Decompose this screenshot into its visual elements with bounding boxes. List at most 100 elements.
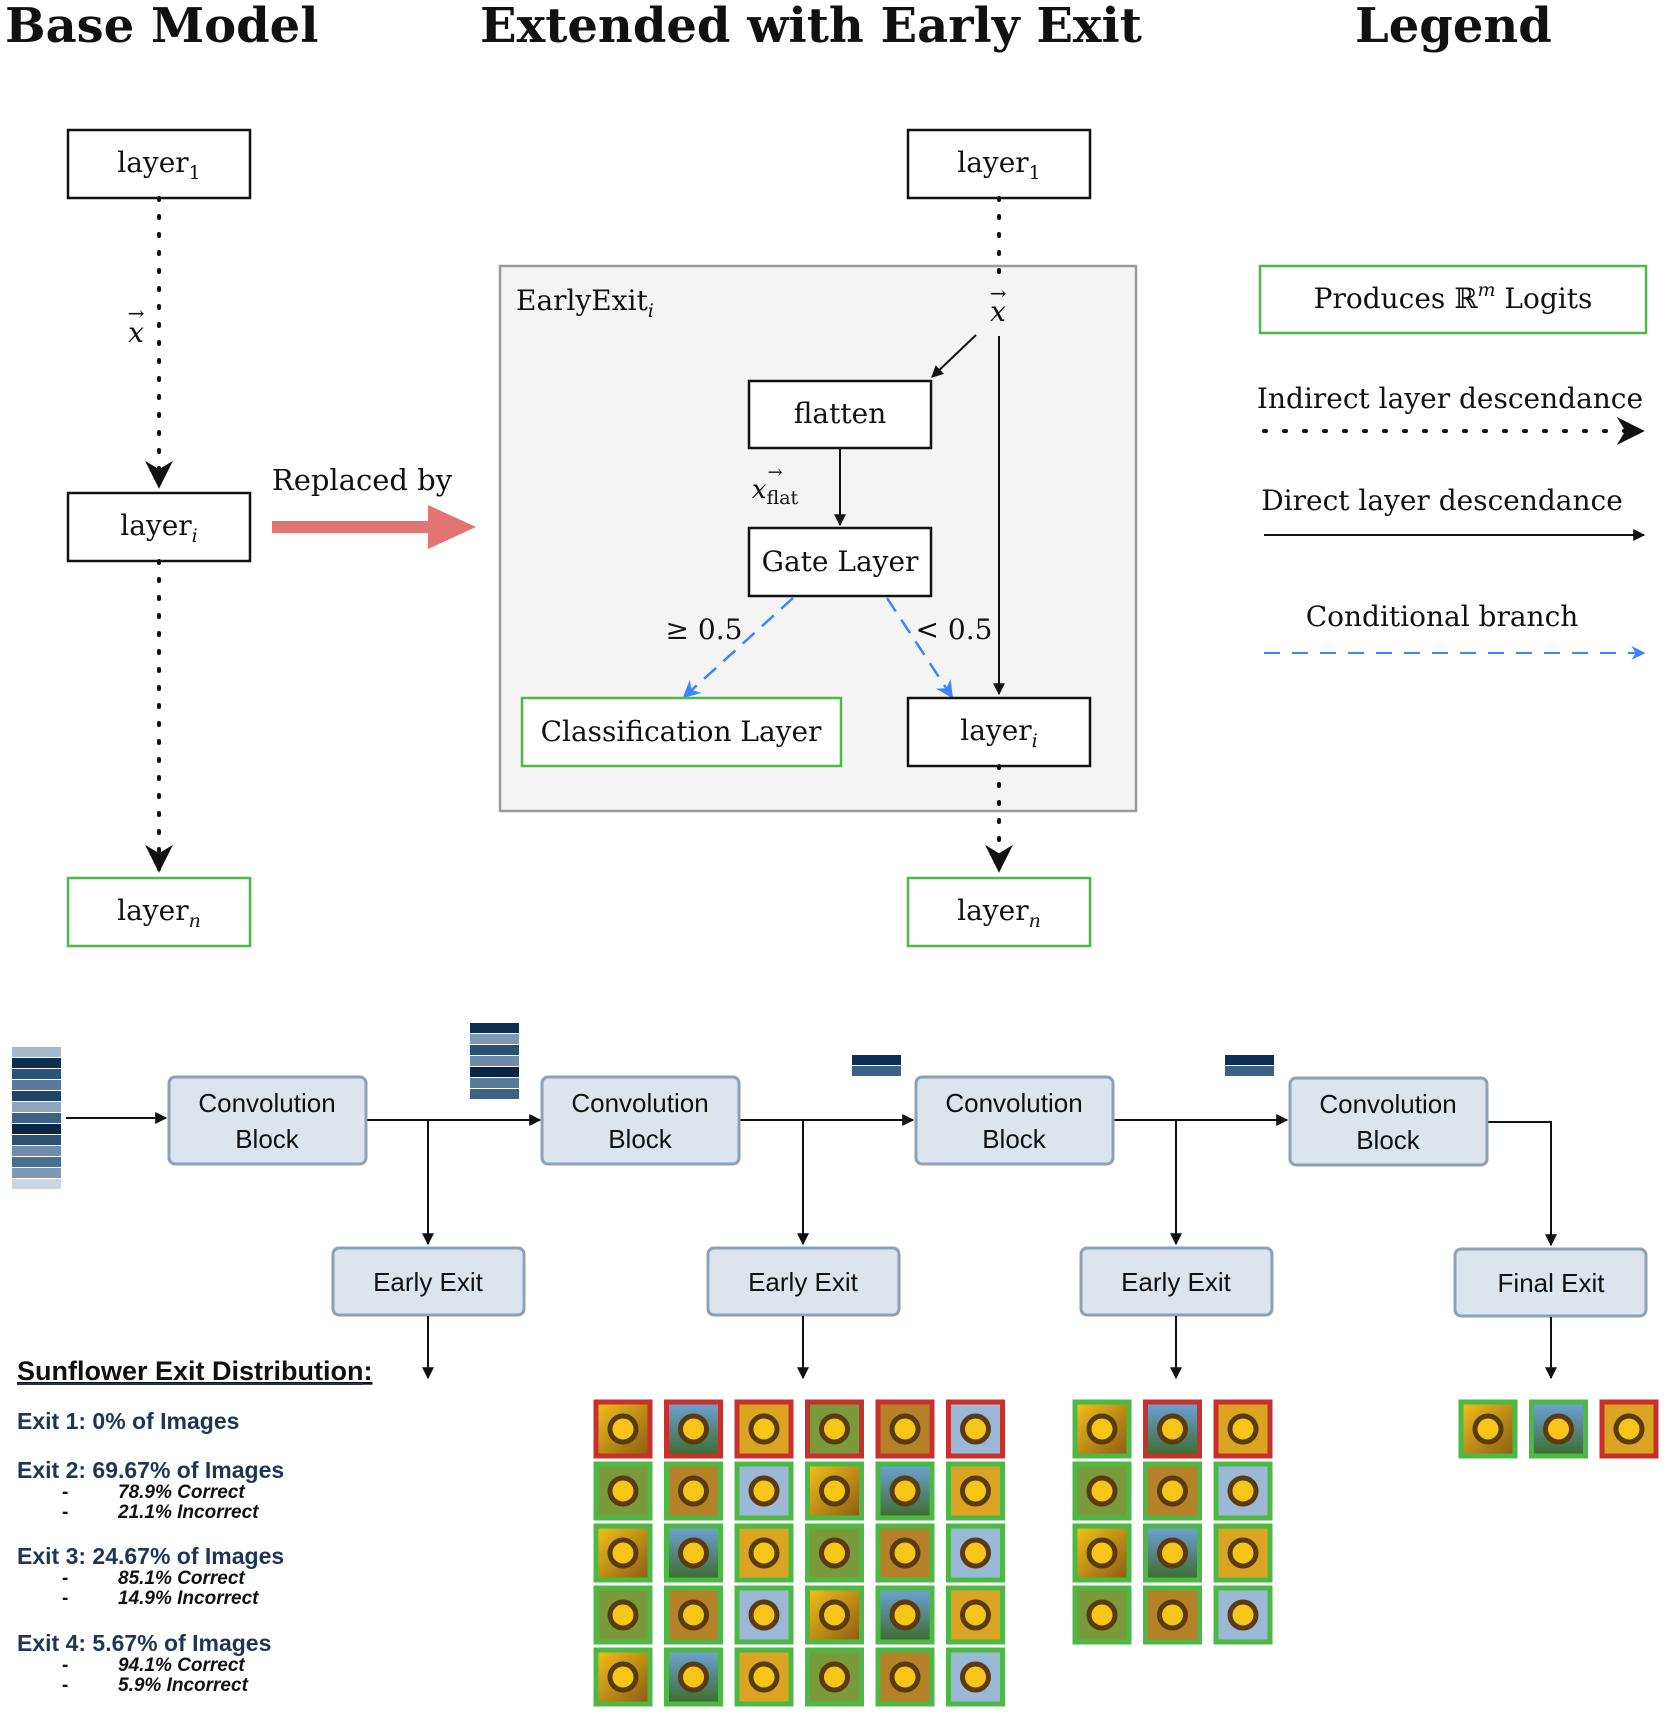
sunflower-icon (678, 1413, 709, 1445)
sunflower-icon (889, 1537, 921, 1569)
base-layer-1-label: layer1 (117, 146, 201, 184)
sunflower-icon (1086, 1599, 1118, 1631)
thumbnail-grids (593, 1399, 1659, 1707)
block-4-to-final-exit (1487, 1121, 1557, 1247)
sunflower-icon (1086, 1413, 1118, 1445)
final-exit-label: Final Exit (1498, 1268, 1606, 1298)
early-exit-2-label: Early Exit (748, 1267, 859, 1297)
sunflower-icon (819, 1661, 850, 1693)
sunflower-icon (960, 1413, 991, 1445)
ext-layer-1-box (906, 128, 1092, 200)
conv-block-1-line2: Block (235, 1124, 300, 1154)
sunflower-icon (748, 1413, 780, 1445)
thumbnail-exit3-0-2 (1213, 1399, 1273, 1459)
conv-block-4 (1288, 1076, 1489, 1167)
exit-4-incorrect: 5.9% Incorrect (118, 1675, 249, 1696)
sunflower-icon (1157, 1413, 1188, 1445)
early-exit-2-box (706, 1246, 901, 1317)
sunflower-icon (748, 1537, 780, 1569)
early-exit-3-box (1079, 1246, 1274, 1317)
sunflower-icon (889, 1599, 921, 1631)
thumbnail-exit2-1-0 (593, 1461, 653, 1521)
conv-block-1-line1: Convolution (198, 1088, 335, 1118)
exit-3-dash-1: - (62, 1568, 68, 1589)
base-x-vector-mark: → (128, 301, 145, 325)
sunflower-icon (1543, 1413, 1574, 1445)
flatten-box (747, 379, 933, 450)
sunflower-icon (889, 1413, 921, 1445)
exit-3-dash-2: - (62, 1588, 68, 1609)
exit-2-dash-2: - (62, 1502, 68, 1523)
ge-threshold-label: ≥ 0.5 (666, 613, 743, 646)
thumbnail-exit2-0-3 (805, 1399, 864, 1459)
exit-2-incorrect: 21.1% Incorrect (117, 1502, 259, 1523)
sunflower-icon (960, 1661, 991, 1693)
base-model-column: layer1 x → layeri layern (66, 128, 252, 948)
sunflower-icon (1227, 1537, 1259, 1569)
sunflower-icon (678, 1661, 709, 1693)
classification-layer-label: Classification Layer (541, 715, 822, 748)
exit-2-correct: 78.9% Correct (118, 1482, 245, 1503)
exit-4-dash-1: - (62, 1655, 68, 1676)
sunflower-icon (607, 1661, 639, 1693)
sunflower-icon (960, 1475, 991, 1507)
sunflower-icon (678, 1537, 709, 1569)
thumbnail-exit2-2-1 (664, 1523, 723, 1583)
exit-4-correct: 94.1% Correct (118, 1655, 245, 1676)
ext-layer-i-label: layeri (960, 714, 1038, 752)
sunflower-icon (607, 1475, 639, 1507)
replaced-by-label: Replaced by (272, 463, 453, 497)
conv-block-3-line1: Convolution (945, 1088, 1082, 1118)
sunflower-icon (889, 1475, 921, 1507)
sunflower-icon (748, 1475, 780, 1507)
ext-x-vector-mark: → (990, 281, 1007, 305)
base-layer-1-box (66, 128, 252, 200)
early-exit-3-label: Early Exit (1121, 1267, 1232, 1297)
base-layer-n-label: layern (117, 894, 201, 932)
final-exit-box (1453, 1247, 1648, 1318)
sunflower-icon (1227, 1413, 1259, 1445)
sunflower-icon (748, 1599, 780, 1631)
gate-layer-box (747, 526, 933, 598)
sunflower-icon (1227, 1475, 1259, 1507)
gate-to-layer-i-branch (885, 597, 954, 699)
conv-block-1 (167, 1075, 368, 1166)
exit-4-dash-2: - (62, 1675, 68, 1696)
sunflower-icon (748, 1661, 780, 1693)
heading-extended: Extended with Early Exit (480, 0, 1142, 54)
conv-block-2 (540, 1075, 741, 1166)
lt-threshold-label: < 0.5 (916, 613, 993, 646)
base-layer-i-box (66, 491, 252, 563)
ext-layer-1-label: layer1 (957, 146, 1041, 184)
feature-stack-3 (852, 1055, 901, 1076)
gate-layer-label: Gate Layer (762, 545, 919, 578)
ext-layer-n-label: layern (957, 894, 1041, 932)
sunflower-icon (1157, 1537, 1188, 1569)
sunflower-icon (1613, 1413, 1645, 1445)
base-layer-i-label: layeri (120, 509, 198, 547)
sunflower-icon (1157, 1475, 1188, 1507)
exit-3-stat: Exit 3: 24.67% of Images (17, 1543, 284, 1569)
ext-x-label: x (990, 295, 1006, 328)
sunflower-icon (1472, 1413, 1504, 1445)
thumbnail-exit3-2-2 (1213, 1523, 1273, 1583)
sunflower-icon (607, 1413, 639, 1445)
ext-layer-i-box (906, 696, 1092, 768)
thumbnail-exit2-2-2 (734, 1523, 794, 1583)
legend-indirect-label: Indirect layer descendance (1257, 382, 1643, 415)
conv-block-4-line2: Block (1356, 1125, 1421, 1155)
conv-block-2-line1: Convolution (571, 1088, 708, 1118)
classification-layer-box (520, 696, 843, 768)
sunflower-icon (819, 1537, 850, 1569)
exit-3-correct: 85.1% Correct (118, 1568, 245, 1589)
replaced-by-arrow (272, 505, 476, 549)
exit-distribution: Sunflower Exit Distribution: Exit 1: 0% … (17, 1356, 373, 1696)
thumbnail-exit2-1-1 (664, 1461, 723, 1521)
base-x-label: x (128, 316, 144, 349)
exit-4-stat: Exit 4: 5.67% of Images (17, 1630, 271, 1656)
legend-logits-box (1258, 264, 1648, 335)
extended-column: layer1 EarlyExiti x → flatten xflat → Ga… (498, 128, 1138, 948)
sunflower-icon (819, 1413, 850, 1445)
thumbnail-exit2-3-2 (734, 1585, 794, 1645)
ext-layer-n-box (906, 876, 1092, 948)
